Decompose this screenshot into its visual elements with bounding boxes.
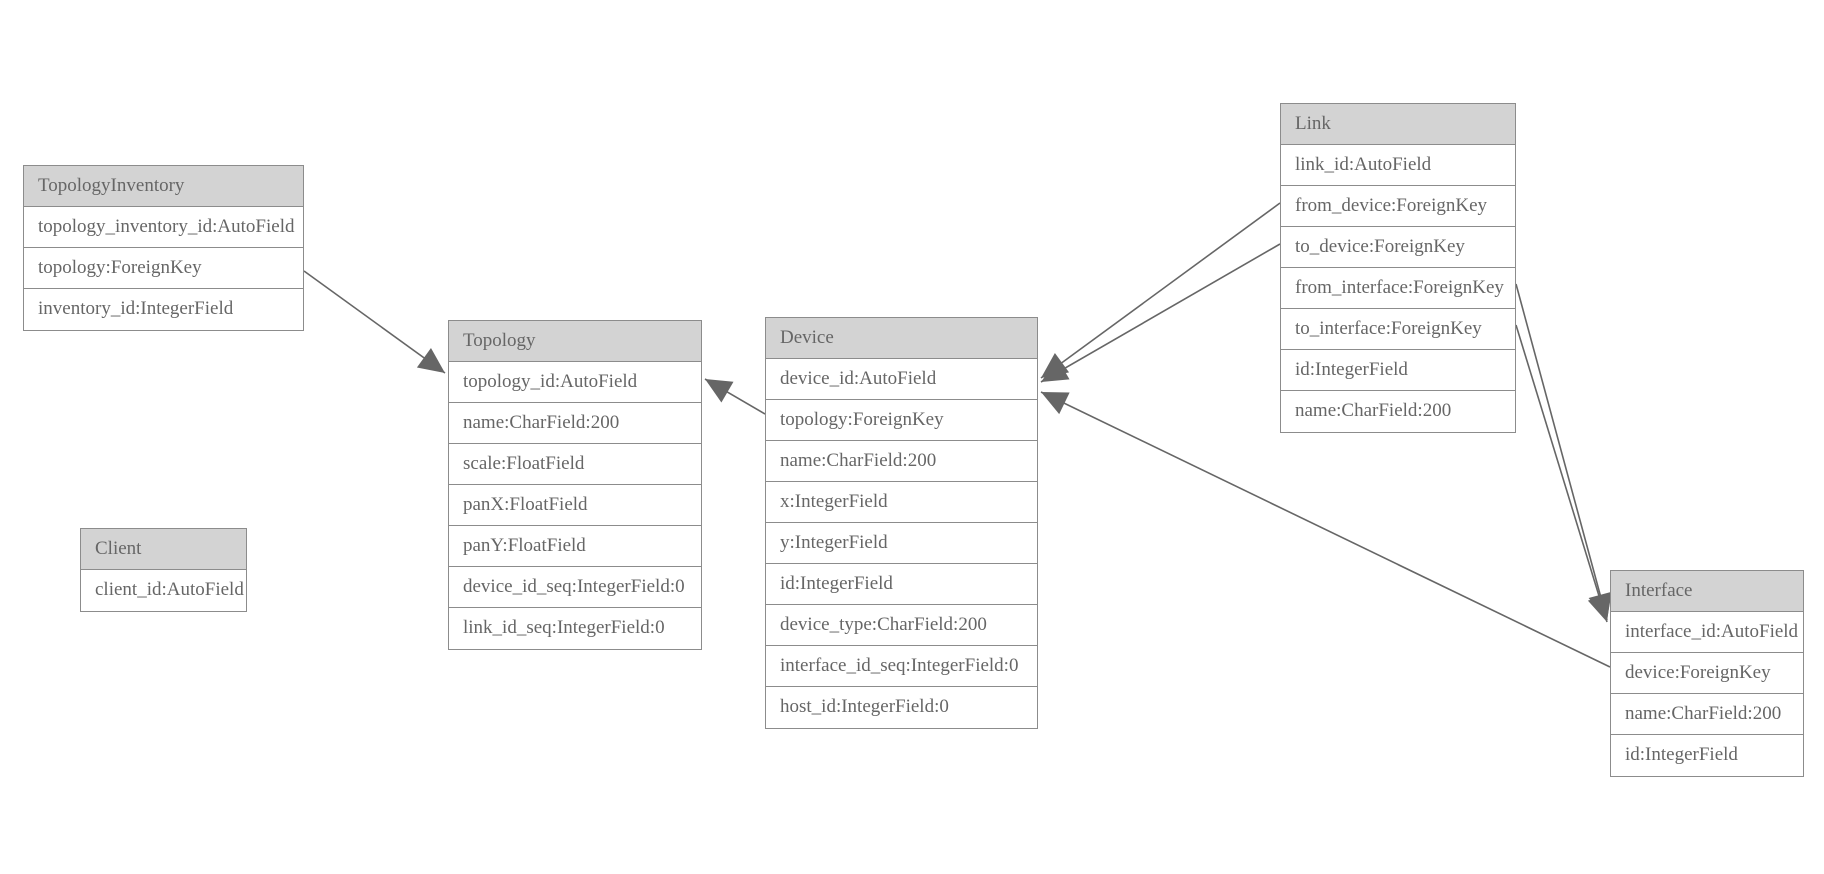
rel-link-to-interface[interactable] [1515,324,1611,623]
entity-field-row[interactable]: id:IntegerField [1281,350,1515,391]
relationship-arrowhead [1587,593,1611,622]
entity-field-row[interactable]: name:CharField:200 [1281,391,1515,432]
entity-title-topology_inventory: TopologyInventory [24,166,303,207]
relationship-line [1040,391,1611,668]
entity-field-row[interactable]: interface_id_seq:IntegerField:0 [766,646,1037,687]
entity-field-row[interactable]: device_type:CharField:200 [766,605,1037,646]
entity-field-row[interactable]: panX:FloatField [449,485,701,526]
entity-field-row[interactable]: topology:ForeignKey [766,400,1037,441]
relationship-line [1040,243,1281,383]
rel-link-from-device[interactable] [1040,202,1281,379]
entity-title-client: Client [81,529,246,570]
entity-field-row[interactable]: link_id:AutoField [1281,145,1515,186]
entity-field-row[interactable]: host_id:IntegerField:0 [766,687,1037,728]
relationship-arrowhead [1041,358,1070,382]
relationship-line [303,270,446,374]
entity-field-row[interactable]: name:CharField:200 [1611,694,1803,735]
entity-field-row[interactable]: to_interface:ForeignKey [1281,309,1515,350]
rel-link-to-device[interactable] [1040,243,1281,383]
entity-field-row[interactable]: topology_id:AutoField [449,362,701,403]
relationship-arrowhead [1041,352,1070,378]
entity-field-row[interactable]: to_device:ForeignKey [1281,227,1515,268]
relationship-arrowhead [705,379,734,403]
entity-field-row[interactable]: from_device:ForeignKey [1281,186,1515,227]
entity-field-row[interactable]: topology_inventory_id:AutoField [24,207,303,248]
relationship-arrowhead [1041,392,1070,415]
entity-field-row[interactable]: name:CharField:200 [766,441,1037,482]
entity-field-row[interactable]: inventory_id:IntegerField [24,289,303,330]
entity-field-row[interactable]: panY:FloatField [449,526,701,567]
entity-title-link: Link [1281,104,1515,145]
entity-field-row[interactable]: name:CharField:200 [449,403,701,444]
relationship-arrowhead [1588,591,1612,620]
relationship-line [1515,324,1608,623]
entity-field-row[interactable]: device:ForeignKey [1611,653,1803,694]
entity-field-row[interactable]: link_id_seq:IntegerField:0 [449,608,701,649]
relationship-line [1515,283,1608,621]
rel-link-from-interface[interactable] [1515,283,1612,621]
entity-title-topology: Topology [449,321,701,362]
entity-field-row[interactable]: topology:ForeignKey [24,248,303,289]
entity-field-row[interactable]: client_id:AutoField [81,570,246,611]
relationship-line [1040,202,1281,379]
relationship-line [704,378,766,415]
entity-field-row[interactable]: id:IntegerField [766,564,1037,605]
entity-field-row[interactable]: x:IntegerField [766,482,1037,523]
entity-field-row[interactable]: interface_id:AutoField [1611,612,1803,653]
entity-title-interface: Interface [1611,571,1803,612]
entity-field-row[interactable]: device_id_seq:IntegerField:0 [449,567,701,608]
rel-device-topology[interactable] [704,378,766,415]
entity-field-row[interactable]: from_interface:ForeignKey [1281,268,1515,309]
entity-title-device: Device [766,318,1037,359]
rel-topologyinventory-topology[interactable] [303,270,446,374]
relationship-arrowhead [416,348,445,373]
entity-field-row[interactable]: device_id:AutoField [766,359,1037,400]
entity-field-row[interactable]: y:IntegerField [766,523,1037,564]
entity-field-row[interactable]: id:IntegerField [1611,735,1803,776]
entity-field-row[interactable]: scale:FloatField [449,444,701,485]
rel-interface-device[interactable] [1040,391,1611,668]
